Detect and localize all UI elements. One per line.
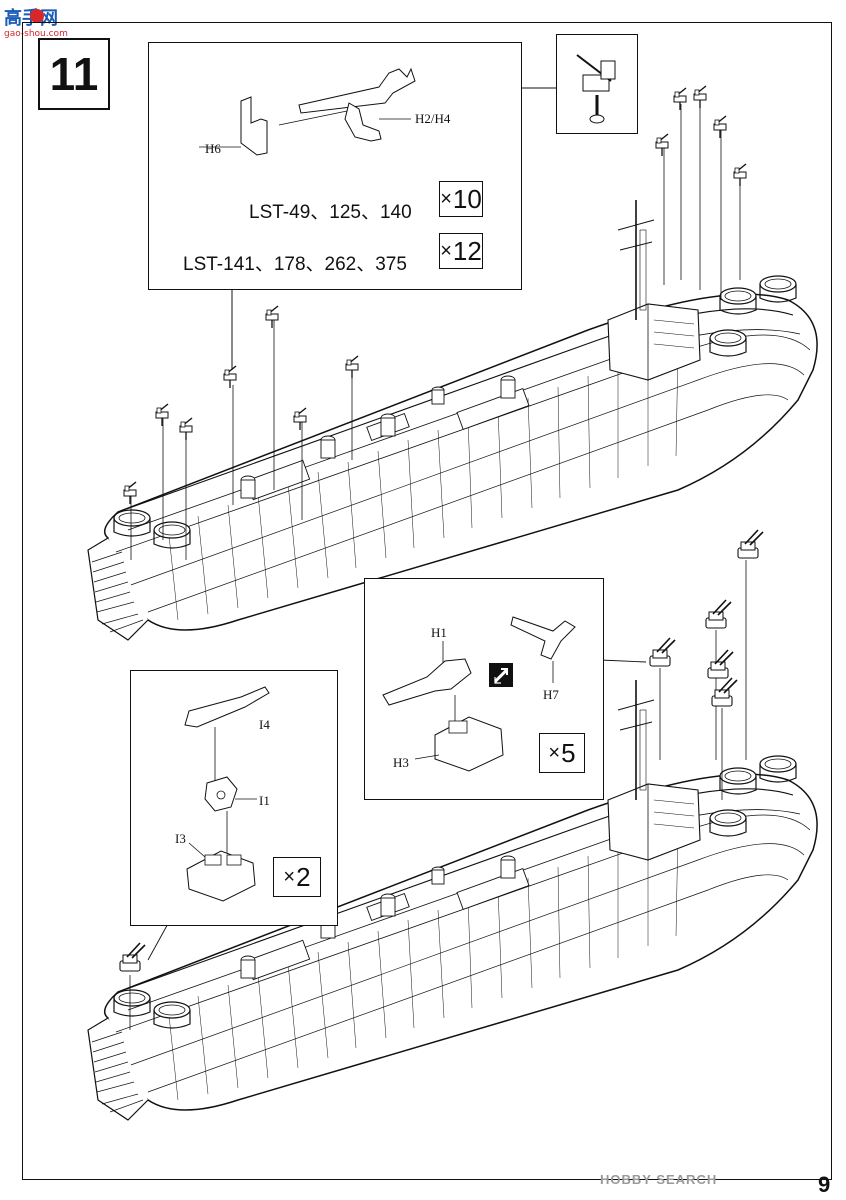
bofors-twin-qty: 5 <box>561 737 576 768</box>
variant-b-qty: 12 <box>452 235 482 266</box>
part-label-h1: H1 <box>431 625 447 640</box>
callout-bofors-single: I4 I1 I3 × 2 <box>130 670 338 926</box>
part-label-h7: H7 <box>543 687 559 702</box>
callout-oerlikon-detail <box>556 34 638 134</box>
bofors-single-qty-box: × 2 <box>273 857 321 897</box>
bofors-gun-icon <box>382 616 576 772</box>
step-number: 11 <box>49 48 99 100</box>
qty-mark: × <box>440 187 452 210</box>
part-label-i1: I1 <box>259 793 270 808</box>
page-number: 9 <box>818 1172 831 1197</box>
variant-a-text: LST-49、125、140 <box>249 202 412 223</box>
variant-a-qty-box: × 10 <box>439 181 483 217</box>
oerlikon-gun-icon <box>576 54 616 124</box>
part-label-h2-h4: H2/H4 <box>415 111 451 126</box>
qty-mark: × <box>440 239 452 262</box>
bofors-gun-icon <box>184 686 270 902</box>
swap-arrow-icon <box>489 663 513 687</box>
part-label-i4: I4 <box>259 717 270 732</box>
qty-mark: × <box>548 741 561 764</box>
part-label-i3: I3 <box>175 831 186 846</box>
step-number-box: 11 <box>38 38 110 110</box>
variant-a-qty: 10 <box>452 183 482 214</box>
variant-b-text: LST-141、178、262、375 <box>183 254 407 275</box>
part-label-h6: H6 <box>205 141 221 156</box>
page-frame <box>22 22 832 1180</box>
hobby-logo-icon: 高手网 gao-shou.com <box>4 4 70 38</box>
callout-oerlikon-assembly: H6 H2/H4 LST-49、125、140 × 10 LST-141、178… <box>148 42 522 290</box>
qty-mark: × <box>283 865 296 888</box>
part-label-h3: H3 <box>393 755 409 770</box>
bofors-placements-lower <box>119 529 764 1030</box>
callout-bofors-twin: H1 H7 H3 × 5 <box>364 578 604 800</box>
footer-watermark: HOBBY SEARCH <box>600 1172 718 1187</box>
bofors-single-qty: 2 <box>296 861 311 892</box>
bofors-twin-qty-box: × 5 <box>539 733 585 773</box>
logo-url: gao-shou.com <box>4 29 68 38</box>
variant-b-qty-box: × 12 <box>439 233 483 269</box>
oerlikon-gun-icon <box>199 67 416 156</box>
